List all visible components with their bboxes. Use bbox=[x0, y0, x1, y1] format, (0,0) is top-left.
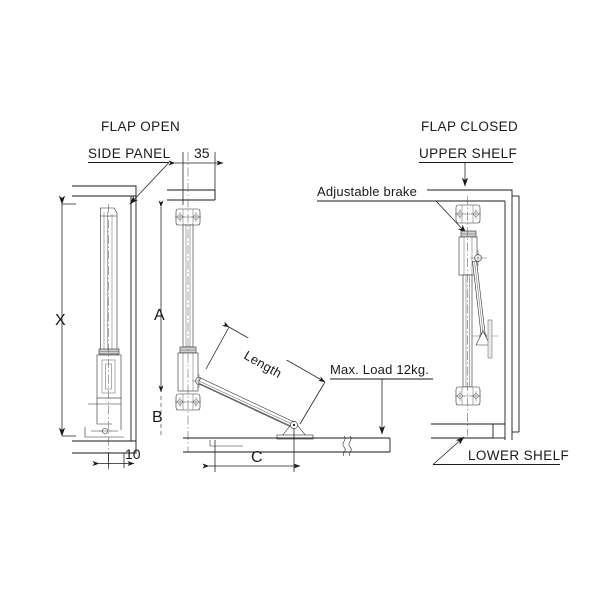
right-mounting-plate bbox=[487, 319, 493, 359]
shelf-pivot-center-dot bbox=[292, 423, 296, 427]
label-max-load: Max. Load 12kg. bbox=[330, 362, 429, 377]
dim-label-35: 35 bbox=[194, 145, 210, 161]
label-side-panel: SIDE PANEL bbox=[88, 146, 171, 161]
lower-bracket-fastener-right bbox=[191, 397, 201, 407]
dim-label-x: X bbox=[55, 312, 66, 329]
lower-bracket-fastener-left bbox=[175, 397, 185, 407]
top-bracket-fastener-left bbox=[175, 212, 185, 222]
view-title-flap-closed-group: FLAP CLOSED bbox=[421, 119, 518, 134]
shelf-pivot-base-plate bbox=[276, 434, 314, 440]
arm-pivot-right-bracket bbox=[475, 330, 491, 346]
dim-label-10: 10 bbox=[125, 446, 141, 462]
dim-label-b: B bbox=[152, 409, 163, 426]
dim-length-ext-upper bbox=[205, 326, 230, 370]
dim-label-a: A bbox=[154, 307, 165, 324]
side-panel-leader bbox=[129, 162, 170, 205]
stay-lower-bracket-left bbox=[96, 398, 112, 425]
shelf-break-symbol-b bbox=[348, 435, 352, 457]
bottom-bracket-right-fastener-right bbox=[471, 391, 481, 401]
label-upper-shelf: UPPER SHELF bbox=[419, 146, 517, 161]
adjustable-brake-leader bbox=[435, 200, 467, 234]
dim-length-ext-lower bbox=[299, 381, 326, 425]
lower-shelf-leader bbox=[432, 436, 465, 465]
dim-length-text-mask bbox=[240, 338, 302, 360]
support-arm-lower-edge bbox=[199, 384, 294, 429]
hinge-plate-outline bbox=[84, 427, 124, 438]
center-shelf-notch bbox=[209, 440, 243, 447]
support-arm-right-center bbox=[474, 260, 484, 334]
top-bracket-right-fastener-left bbox=[455, 209, 465, 219]
arm-pivot-right-upper bbox=[470, 250, 487, 266]
view-title-flap-open: FLAP OPEN bbox=[101, 119, 180, 134]
view-flap-closed: UPPER SHELF Adjustable brake bbox=[317, 146, 569, 465]
top-bracket-right-fastener-right bbox=[471, 209, 481, 219]
top-bracket-fastener-right bbox=[191, 212, 201, 222]
label-lower-shelf: LOWER SHELF bbox=[468, 448, 569, 463]
view-title-flap-open-group: FLAP OPEN bbox=[101, 119, 180, 134]
right-carcass-outline bbox=[427, 189, 513, 440]
support-arm-center-line bbox=[199, 381, 295, 426]
dim-label-c: C bbox=[251, 449, 263, 466]
bottom-bracket-right-fastener-left bbox=[455, 391, 465, 401]
label-adjustable-brake: Adjustable brake bbox=[317, 184, 417, 199]
shelf-break-symbol-a bbox=[342, 435, 346, 457]
view-flap-open: SIDE PANEL bbox=[55, 146, 171, 470]
view-title-flap-closed: FLAP CLOSED bbox=[421, 119, 518, 134]
